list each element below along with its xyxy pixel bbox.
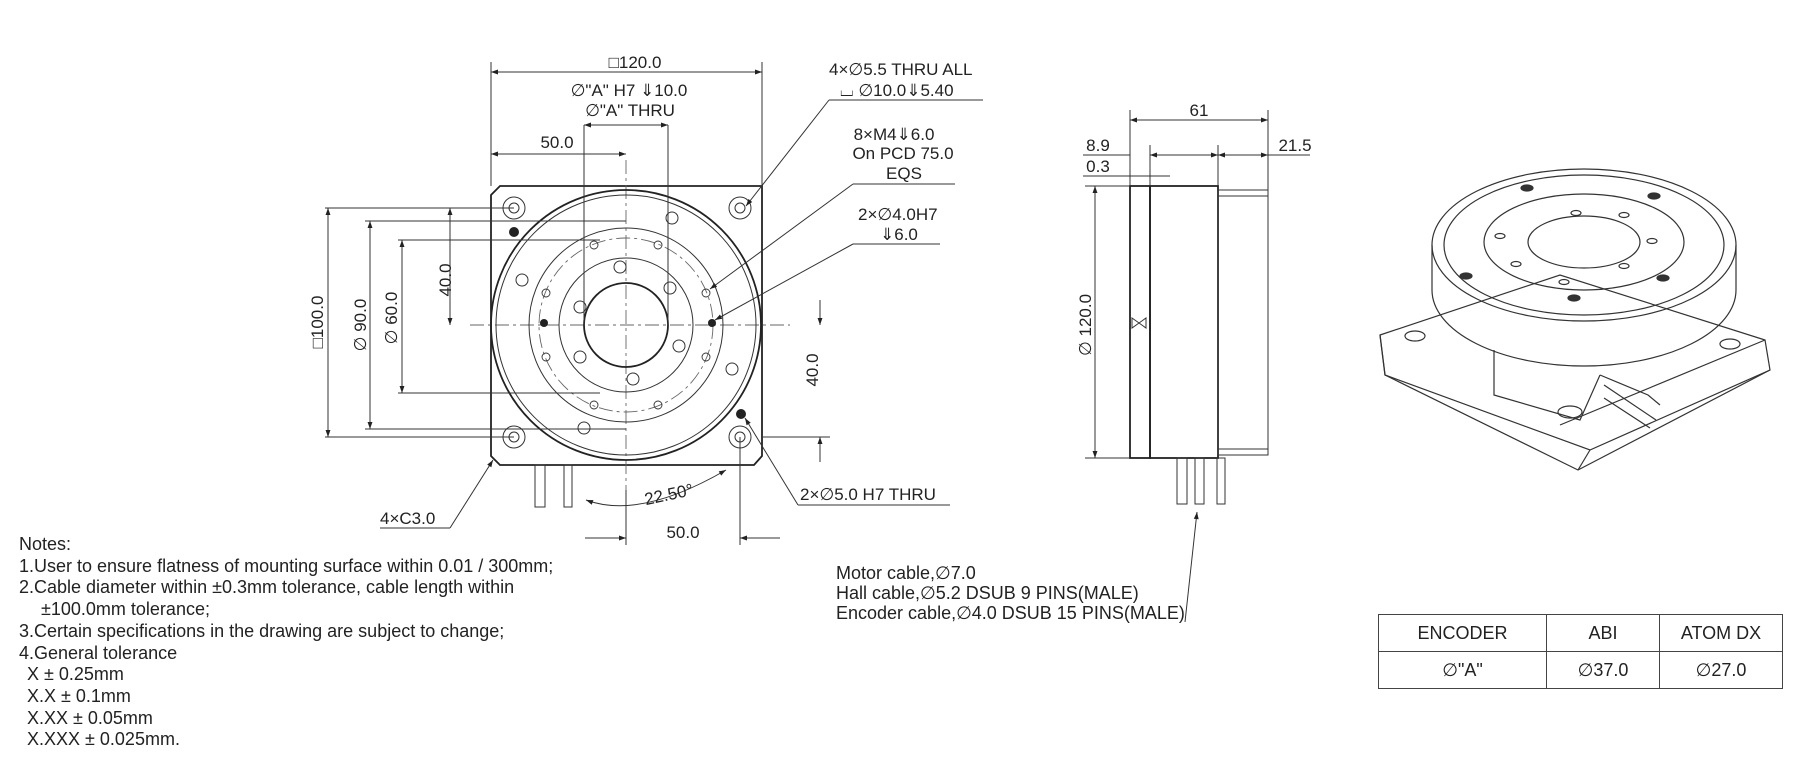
callout-chamfer: 4×C3.0 — [380, 509, 435, 528]
callout-m4-line1: 8×M4⇓6.0 — [854, 125, 935, 144]
tolerance-item: X.XXX ± 0.025mm. — [27, 729, 180, 750]
table-cell: ∅27.0 — [1659, 651, 1783, 689]
callout-m4-line3: EQS — [886, 164, 922, 183]
dim-21-5: 21.5 — [1278, 136, 1311, 155]
encoder-table: ENCODER ABI ATOM DX ∅"A" ∅37.0 ∅27.0 — [1378, 614, 1783, 689]
callout-pin-line1: 2×∅4.0H7 — [858, 205, 938, 224]
note-item: ±100.0mm tolerance; — [41, 599, 210, 620]
note-item: 4.General tolerance — [19, 642, 178, 663]
dim-dia-120: ∅ 120.0 — [1076, 294, 1095, 356]
dim-61: 61 — [1190, 101, 1209, 120]
note-item: 3.Certain specifications in the drawing … — [19, 620, 505, 641]
notes-block: Notes: 1.User to ensure flatness of moun… — [19, 534, 553, 751]
notes-title: Notes: — [19, 534, 72, 554]
dim-angle: 22.50° — [643, 480, 695, 509]
m4-holes — [541, 240, 711, 410]
dim-40-left: 40.0 — [436, 263, 455, 296]
dim-40-right: 40.0 — [803, 353, 822, 386]
table-header-row: ENCODER ABI ATOM DX — [1378, 614, 1783, 652]
hub-circle — [558, 257, 694, 393]
table-header-cell: ATOM DX — [1659, 614, 1783, 652]
rotor-holes — [515, 211, 739, 435]
hall-cable-note: Hall cable,∅5.2 DSUB 9 PINS(MALE) — [836, 583, 1139, 603]
pin-hole-marker — [736, 409, 746, 419]
dim-square-120: □120.0 — [609, 53, 662, 72]
tolerance-item: X.X ± 0.1mm — [27, 685, 131, 706]
front-view: □120.0 ∅"A" H7 ⇓10.0 ∅"A" THRU 50.0 □100… — [308, 53, 983, 545]
dim-8-9: 8.9 — [1086, 136, 1110, 155]
callout-pin-line2: ⇓6.0 — [880, 225, 918, 244]
cable-notes: Motor cable,∅7.0 Hall cable,∅5.2 DSUB 9 … — [836, 563, 1185, 623]
table-cell: ∅37.0 — [1546, 651, 1660, 689]
callout-holes-line2: ⌴ ∅10.0⇓5.40 — [840, 81, 954, 100]
isometric-view — [1379, 168, 1771, 471]
callout-holes-line1: 4×∅5.5 THRU ALL — [829, 60, 973, 79]
dim-dia-60: ∅ 60.0 — [382, 292, 401, 345]
callout-pin-thru: 2×∅5.0 H7 THRU — [800, 485, 936, 504]
motor-cable-note: Motor cable,∅7.0 — [836, 563, 976, 583]
side-base — [1217, 189, 1269, 456]
callout-m4-line2: On PCD 75.0 — [852, 144, 953, 163]
side-marker — [1131, 317, 1147, 329]
dim-50-bottom: 50.0 — [666, 523, 699, 542]
table-header-cell: ABI — [1546, 614, 1660, 652]
dim-square-100: □100.0 — [308, 296, 327, 349]
dim-bore-thru: ∅"A" THRU — [585, 101, 675, 120]
note-item: 2.Cable diameter within ±0.3mm tolerance… — [19, 577, 515, 598]
rotor-step-circle — [528, 227, 724, 423]
pin-hole-marker — [509, 227, 519, 237]
dim-bore-depth: ∅"A" H7 ⇓10.0 — [571, 81, 688, 100]
dim-0-3: 0.3 — [1086, 157, 1110, 176]
encoder-cable-note: Encoder cable,∅4.0 DSUB 15 PINS(MALE) — [836, 603, 1185, 623]
tolerance-item: X ± 0.25mm — [27, 664, 124, 685]
dim-dia-90: ∅ 90.0 — [351, 299, 370, 352]
dim-50-top: 50.0 — [540, 133, 573, 152]
rotor-inner-ring — [495, 194, 757, 456]
base-plate-outline — [490, 185, 763, 466]
side-body — [1149, 185, 1219, 459]
note-item: 1.User to ensure flatness of mounting su… — [19, 555, 554, 576]
rotor-outer-circle — [490, 189, 762, 461]
table-row: ∅"A" ∅37.0 ∅27.0 — [1378, 651, 1783, 689]
table-header-cell: ENCODER — [1378, 614, 1547, 652]
cable-stubs-front — [534, 464, 573, 508]
side-view: 61 8.9 0.3 21.5 ∅ 120.0 — [1076, 101, 1312, 623]
table-cell: ∅"A" — [1378, 651, 1547, 689]
tolerance-item: X.XX ± 0.05mm — [27, 707, 153, 728]
